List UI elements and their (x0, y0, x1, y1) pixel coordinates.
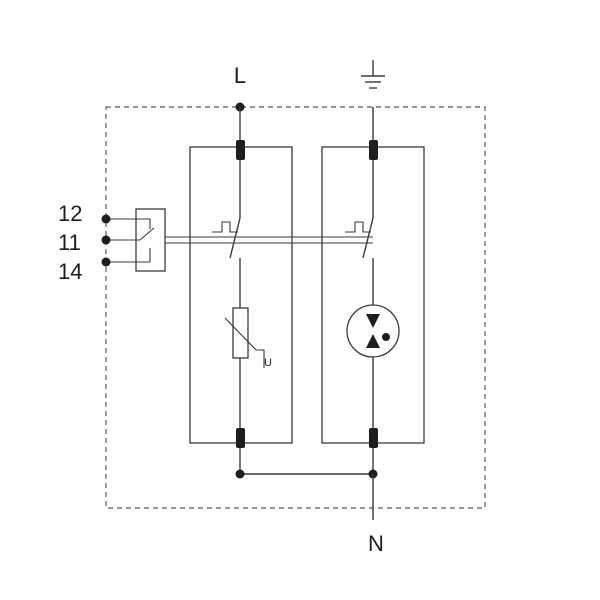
bottom-left-node (235, 469, 245, 479)
thermal-disconnector-icon (345, 217, 374, 259)
varistor-label: U (264, 357, 272, 369)
thermal-disconnector-icon (212, 217, 241, 259)
terminal-11-dot (101, 235, 111, 245)
right-module-bottom-plug (369, 428, 378, 448)
terminal-label-12: 12 (58, 201, 82, 226)
ground-icon (361, 60, 385, 89)
enclosure-boundary (105, 106, 486, 509)
spark-gap-icon (346, 304, 400, 358)
terminal-label-l: L (234, 63, 246, 88)
terminal-12-dot (101, 214, 111, 224)
left-module-bottom-plug (236, 428, 245, 448)
varistor-module (189, 146, 293, 444)
left-module-top-plug (236, 140, 245, 160)
right-module-top-plug (369, 140, 378, 160)
terminal-label-11: 11 (58, 230, 81, 255)
remote-contact-switch (106, 218, 155, 263)
terminal-label-14: 14 (58, 259, 82, 284)
terminal-14-dot (101, 257, 111, 267)
terminal-label-n: N (368, 531, 384, 556)
